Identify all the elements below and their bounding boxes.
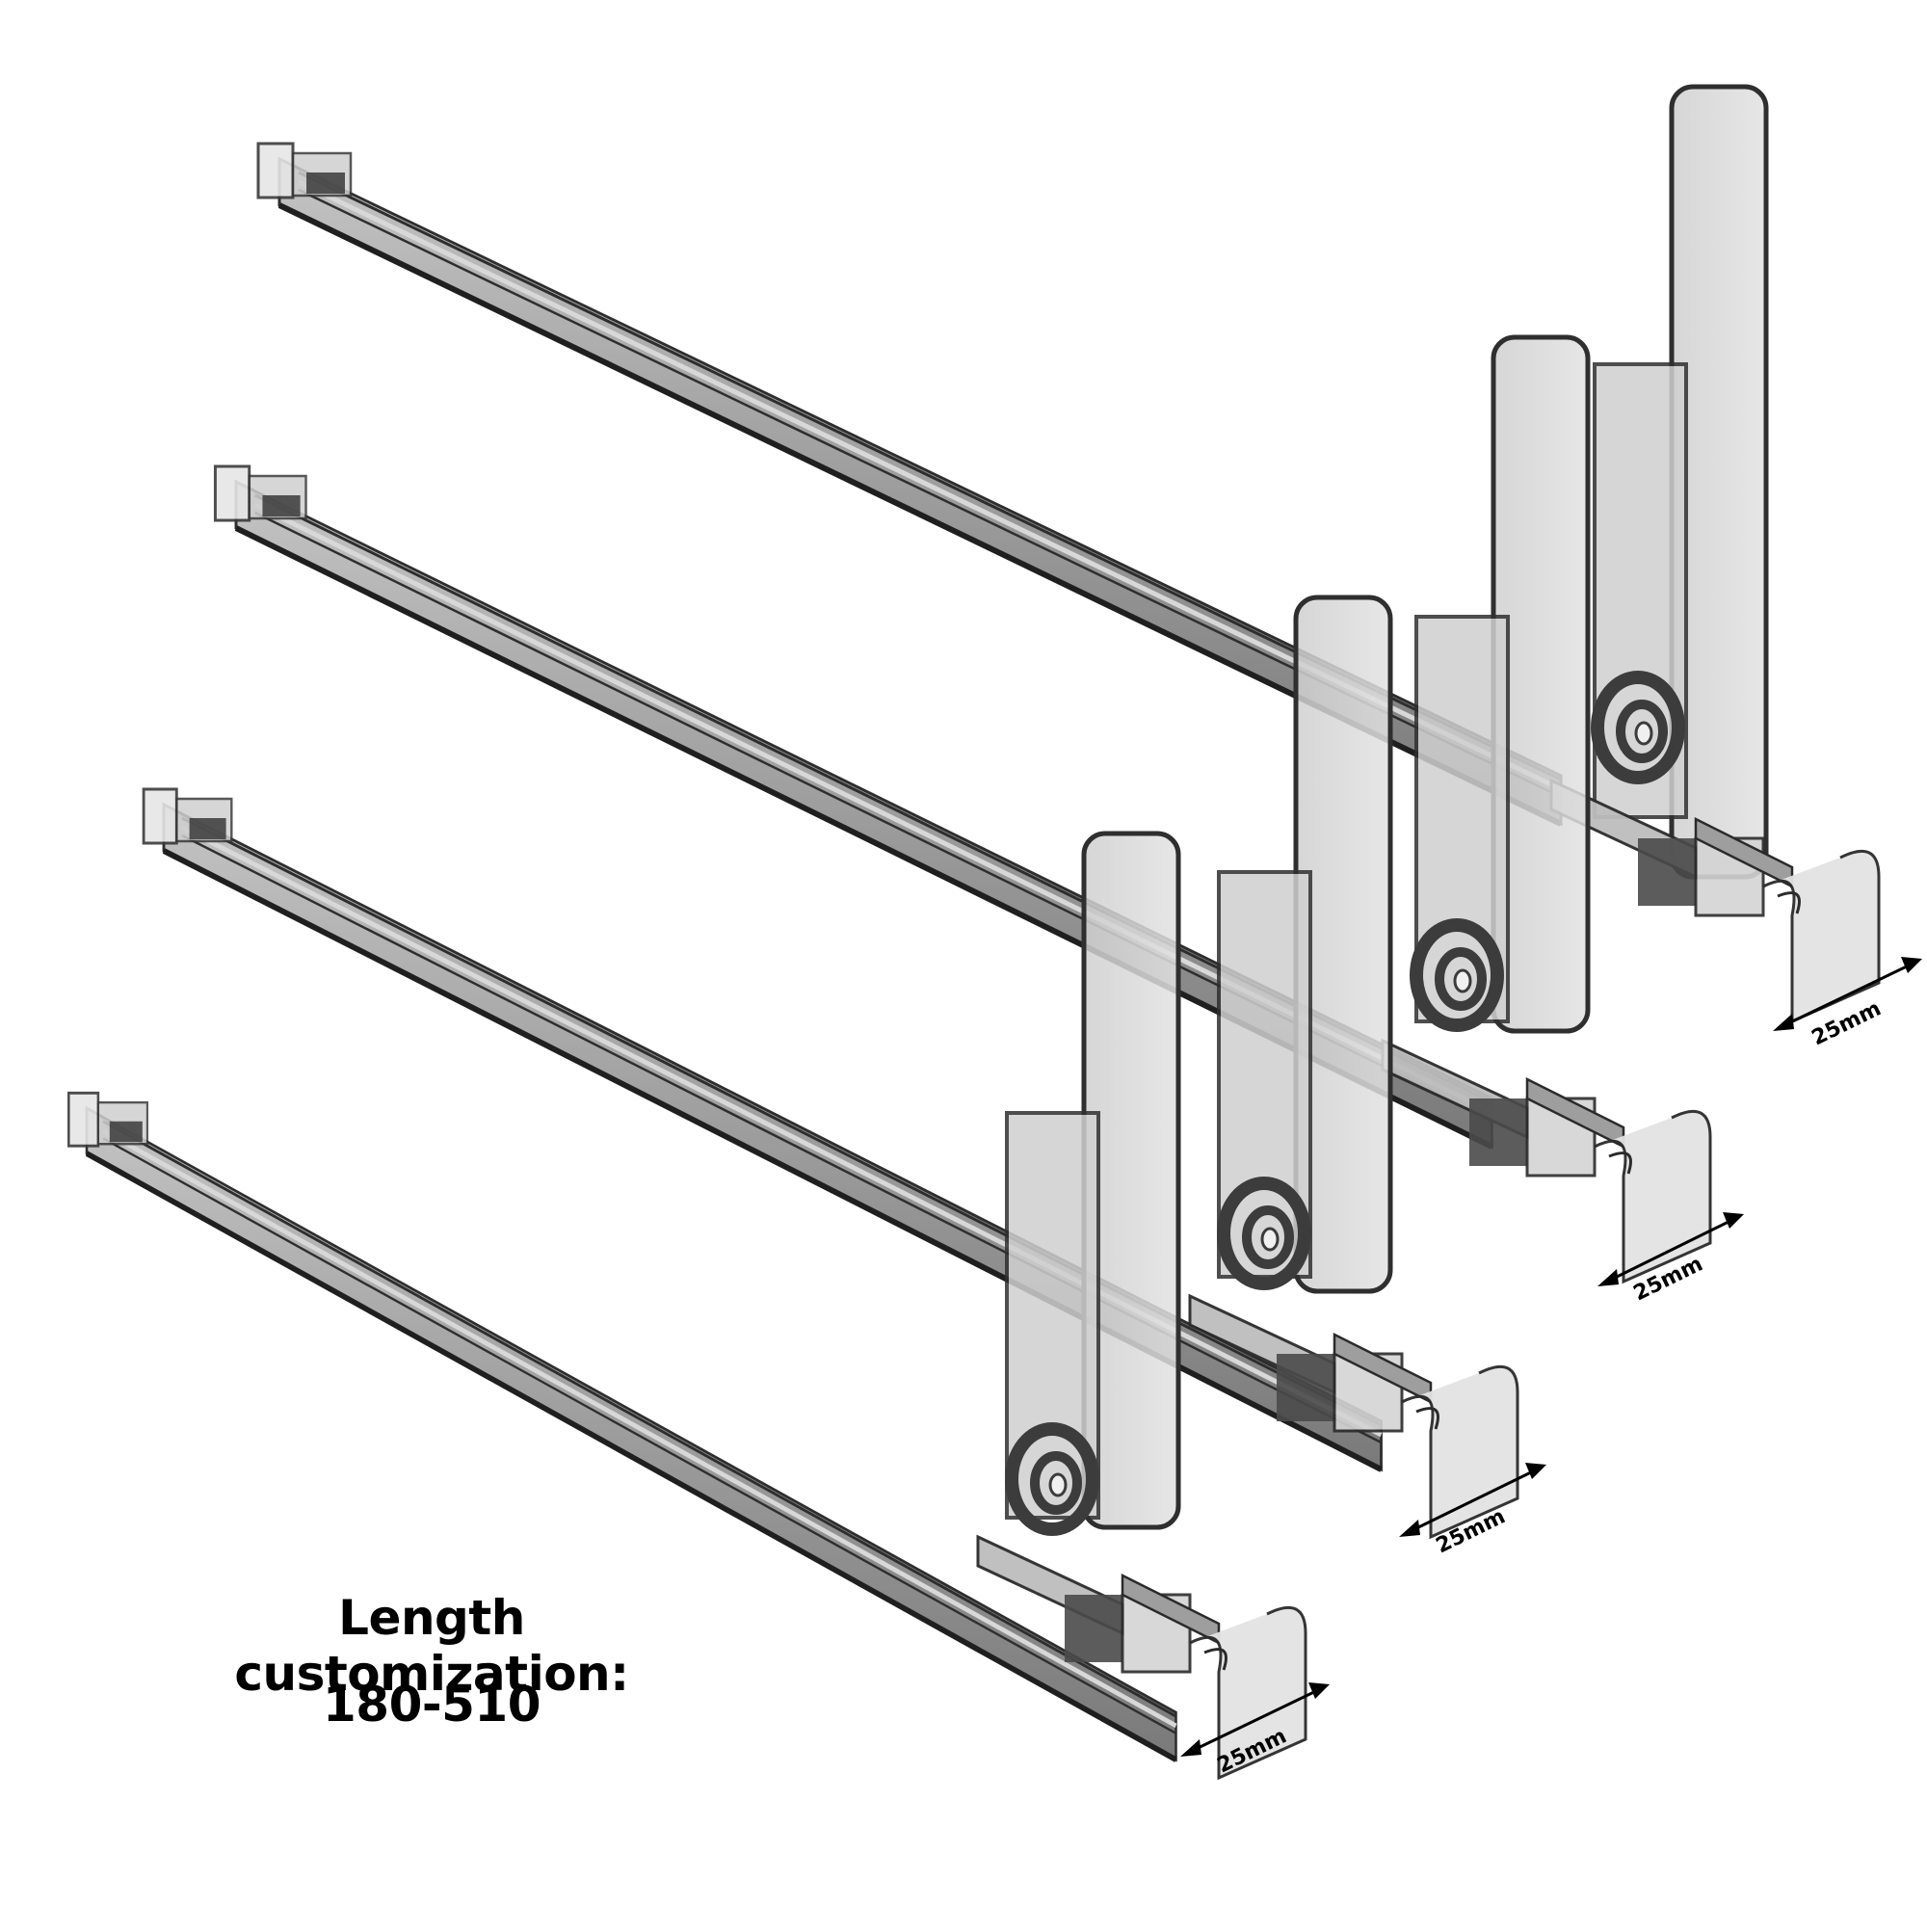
rail-4: [68, 831, 1307, 1780]
rail-2: [215, 334, 1712, 1284]
rail-3: [144, 595, 1519, 1539]
rail-1: [258, 84, 1881, 1023]
caption-length-range: 180-510: [323, 1677, 541, 1733]
caption-title: Length customization:: [234, 1590, 629, 1702]
